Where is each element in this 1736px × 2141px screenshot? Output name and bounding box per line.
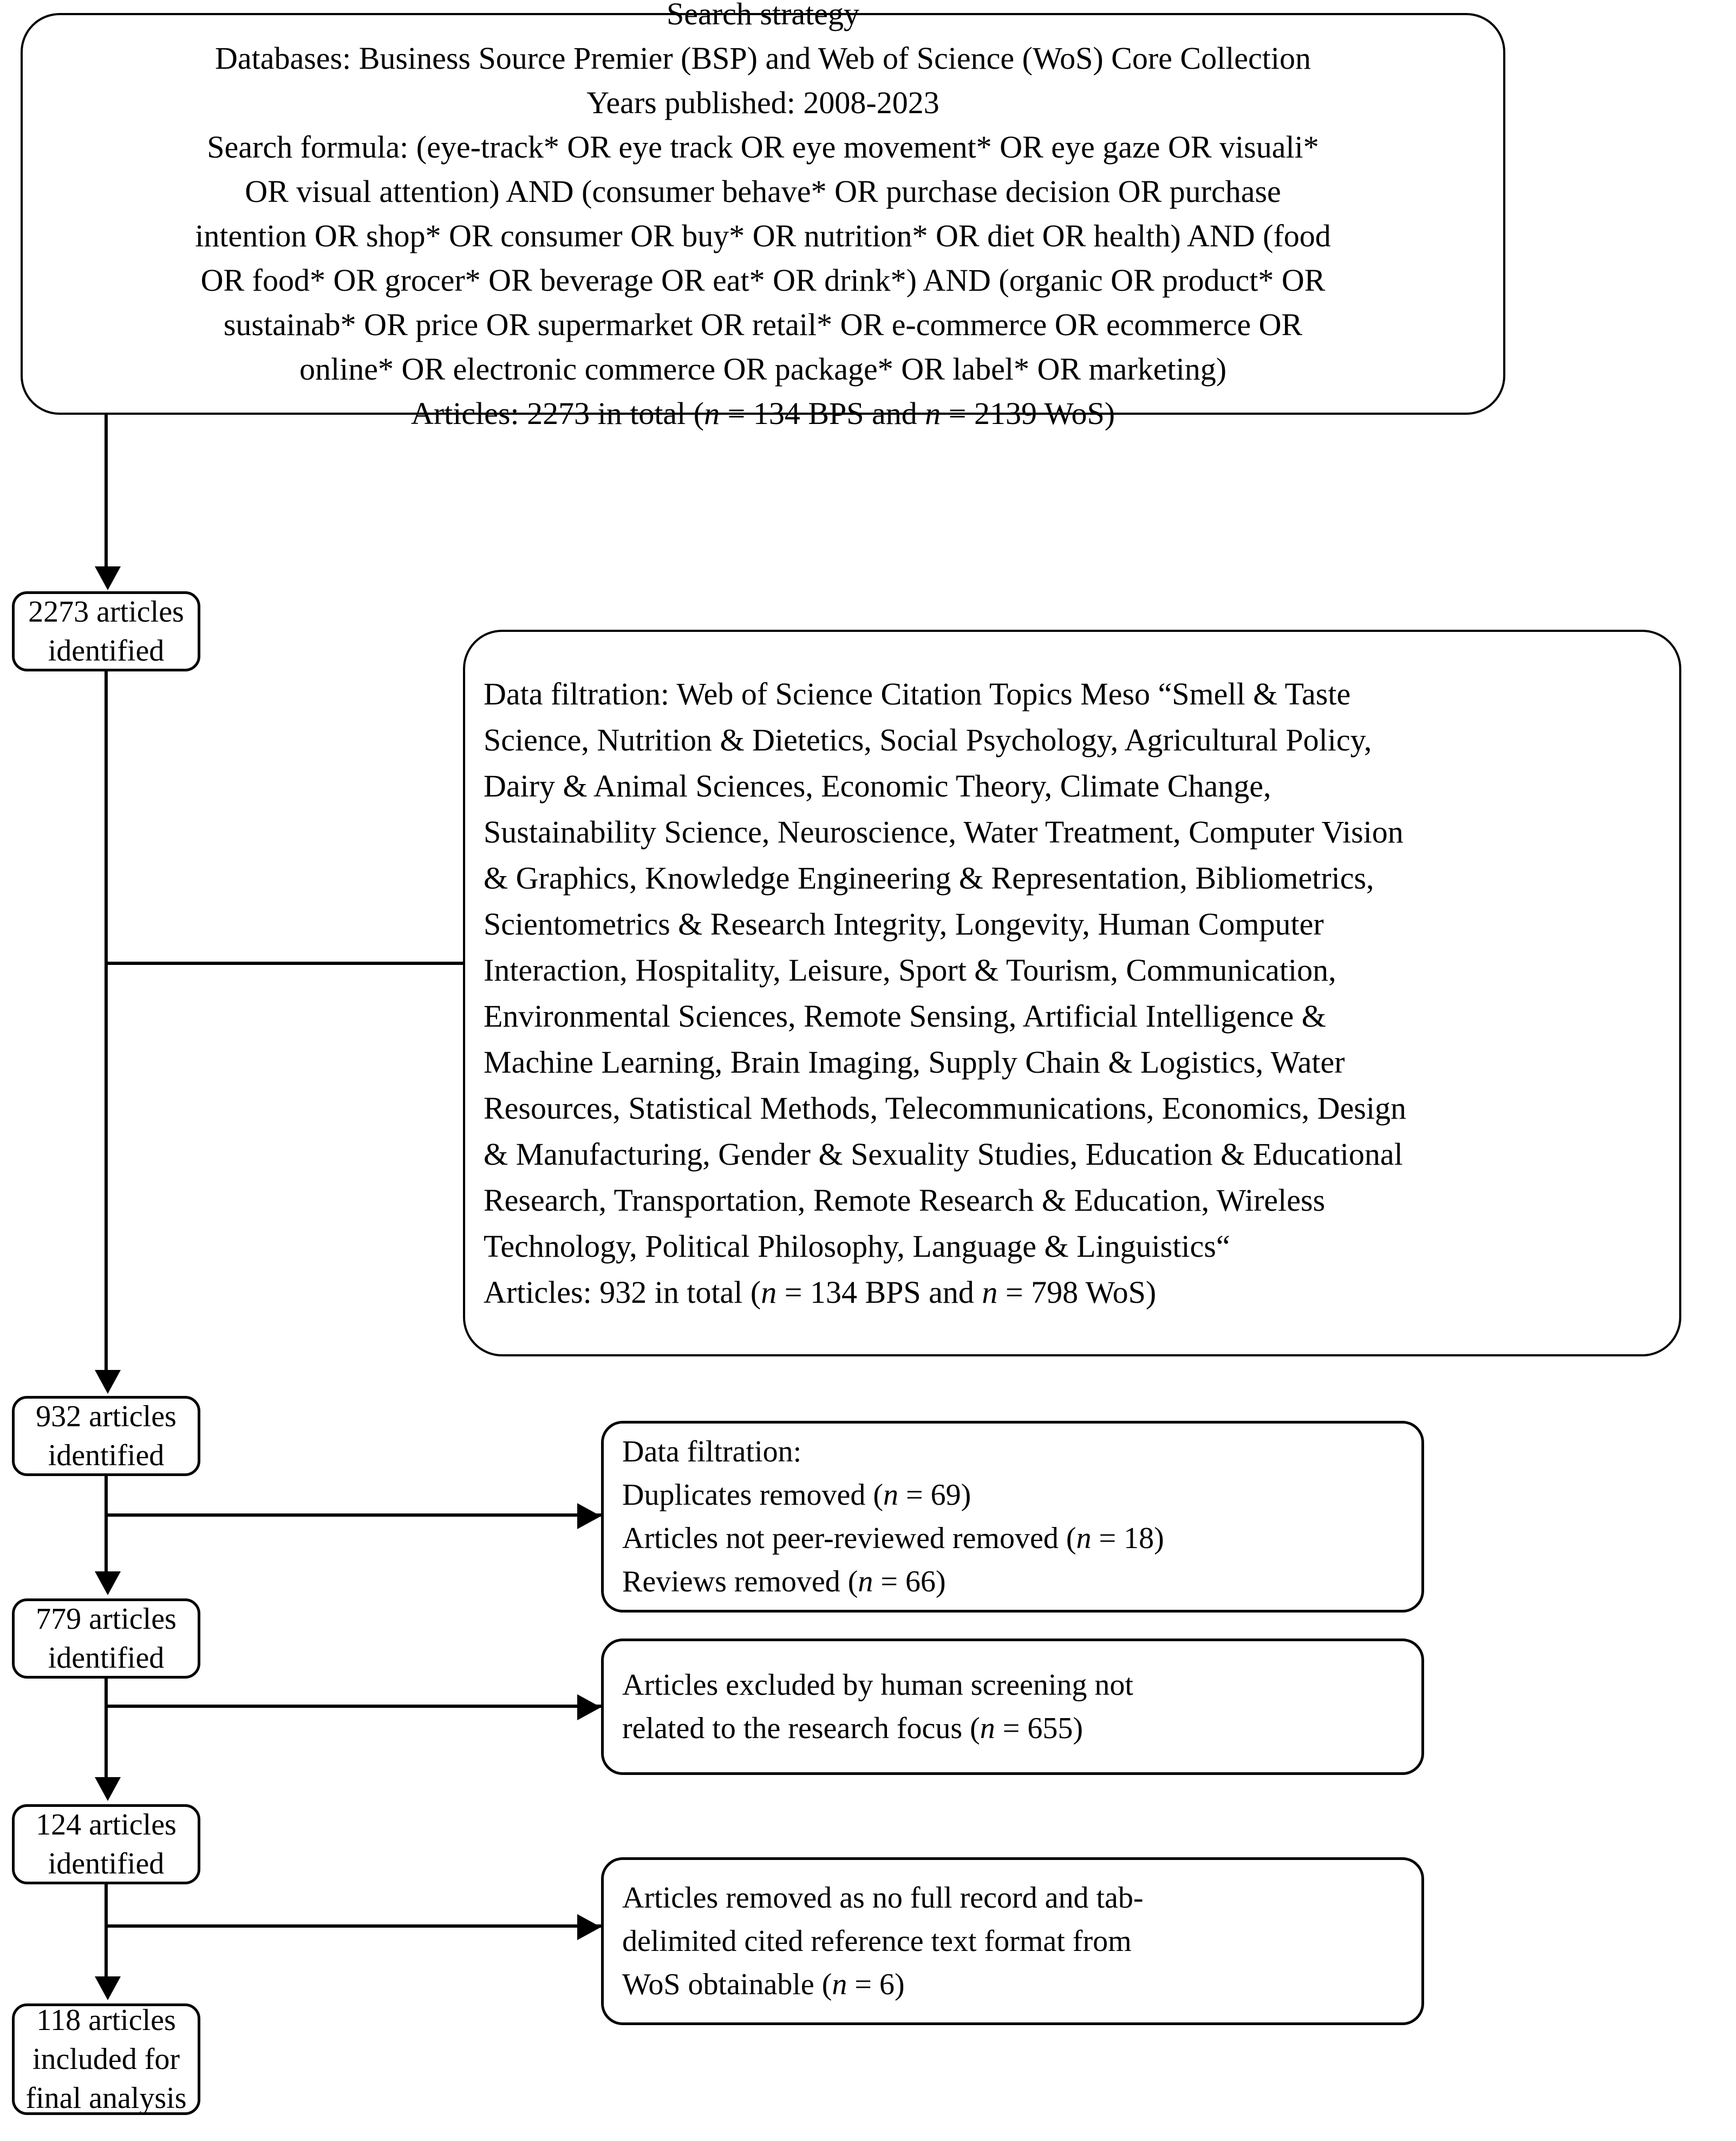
connector-branch-to-human-screening [105, 1705, 732, 1708]
meso-line-10: & Manufacturing, Gender & Sexuality Stud… [484, 1137, 1403, 1172]
meso-line-0: Data filtration: Web of Science Citation… [484, 676, 1351, 712]
meso-line-13: Articles: 932 in total (n = 134 BPS and … [484, 1275, 1157, 1310]
node-124-articles-identified: 124 articles identified [12, 1804, 200, 1884]
arrowhead-right-to-human-screening [577, 1694, 601, 1720]
search-strategy-line-3: Search formula: (eye-track* OR eye track… [207, 129, 1319, 165]
node-124-label: 124 articles identified [36, 1808, 184, 1881]
removed-no-full-record-text: Articles removed as no full record and t… [604, 1876, 1421, 2006]
meso-line-12: Technology, Political Philosophy, Langua… [484, 1229, 1230, 1264]
arrowhead-down-to-932 [95, 1370, 121, 1394]
arrowhead-right-to-duplicates-filter [577, 1503, 601, 1529]
search-strategy-line-4: OR visual attention) AND (consumer behav… [245, 174, 1281, 209]
search-strategy-line-8: online* OR electronic commerce OR packag… [299, 351, 1227, 387]
node-932-articles-identified: 932 articles identified [12, 1396, 200, 1476]
node-2273-articles-identified: 2273 articles identified [12, 591, 200, 671]
arrowhead-down-to-779 [95, 1571, 121, 1595]
excluded-human-screening-text: Articles excluded by human screening not… [604, 1663, 1421, 1750]
node-779-label: 779 articles identified [36, 1602, 184, 1675]
norec-line-1: delimited cited reference text format fr… [622, 1924, 1132, 1958]
meso-line-5: Scientometrics & Research Integrity, Lon… [484, 906, 1324, 942]
search-strategy-line-1: Databases: Business Source Premier (BSP)… [214, 41, 1311, 76]
norec-line-2: WoS obtainable (n = 6) [622, 1968, 905, 2001]
data-filtration-duplicates-text: Data filtration: Duplicates removed (n =… [604, 1430, 1421, 1603]
arrowhead-down-to-124 [95, 1777, 121, 1801]
arrowhead-right-to-no-record [577, 1914, 601, 1940]
connector-line-779-to-124 [105, 1679, 108, 1780]
search-strategy-line-2: Years published: 2008-2023 [586, 85, 939, 120]
dupes-line-1: Duplicates removed (n = 69) [622, 1478, 971, 1512]
meso-line-4: & Graphics, Knowledge Engineering & Repr… [484, 860, 1374, 896]
meso-line-11: Research, Transportation, Remote Researc… [484, 1183, 1326, 1218]
meso-line-9: Resources, Statistical Methods, Telecomm… [484, 1091, 1406, 1126]
meso-line-1: Science, Nutrition & Dietetics, Social P… [484, 722, 1372, 758]
node-932-label: 932 articles identified [36, 1400, 184, 1472]
data-filtration-meso-text: Data filtration: Web of Science Citation… [465, 671, 1679, 1315]
node-2273-label: 2273 articles identified [28, 595, 192, 668]
meso-line-8: Machine Learning, Brain Imaging, Supply … [484, 1045, 1345, 1080]
data-filtration-duplicates-box: Data filtration: Duplicates removed (n =… [601, 1421, 1424, 1613]
search-strategy-line-7: sustainab* OR price OR supermarket OR re… [223, 307, 1303, 342]
dupes-line-3: Reviews removed (n = 66) [622, 1565, 946, 1598]
connector-branch-to-duplicates-filter [105, 1513, 732, 1517]
connector-line-932-to-779 [105, 1476, 108, 1575]
meso-line-6: Interaction, Hospitality, Leisure, Sport… [484, 952, 1336, 988]
node-118-label: 118 articles included for final analysis [25, 2003, 187, 2115]
human-line-1: related to the research focus (n = 655) [622, 1712, 1083, 1745]
node-118-articles-included: 118 articles included for final analysis [12, 2003, 200, 2115]
meso-line-3: Sustainability Science, Neuroscience, Wa… [484, 814, 1404, 850]
arrowhead-down-to-2273 [95, 566, 121, 590]
connector-line-124-to-118 [105, 1884, 108, 1980]
search-strategy-text: Search strategy Databases: Business Sour… [23, 0, 1503, 436]
meso-line-2: Dairy & Animal Sciences, Economic Theory… [484, 768, 1271, 804]
search-strategy-line-6: OR food* OR grocer* OR beverage OR eat* … [200, 263, 1326, 298]
search-strategy-line-5: intention OR shop* OR consumer OR buy* O… [195, 218, 1331, 253]
human-line-0: Articles excluded by human screening not [622, 1668, 1133, 1702]
removed-no-full-record-box: Articles removed as no full record and t… [601, 1857, 1424, 2025]
dupes-line-2: Articles not peer-reviewed removed (n = … [622, 1522, 1164, 1555]
search-strategy-line-0: Search strategy [667, 0, 859, 31]
connector-branch-to-no-record [105, 1924, 732, 1928]
search-strategy-box: Search strategy Databases: Business Sour… [21, 0, 1505, 431]
connector-line-2273-to-932 [105, 671, 108, 1373]
node-779-articles-identified: 779 articles identified [12, 1598, 200, 1679]
search-strategy-line-9: Articles: 2273 in total (n = 134 BPS and… [410, 396, 1115, 431]
arrowhead-down-to-118 [95, 1976, 121, 2000]
dupes-line-0: Data filtration: [622, 1435, 802, 1468]
norec-line-0: Articles removed as no full record and t… [622, 1881, 1144, 1915]
meso-line-7: Environmental Sciences, Remote Sensing, … [484, 998, 1326, 1034]
data-filtration-meso-box: Data filtration: Web of Science Citation… [463, 630, 1681, 1356]
connector-line-search-to-2273 [105, 415, 108, 570]
excluded-human-screening-box: Articles excluded by human screening not… [601, 1639, 1424, 1775]
connector-branch-to-meso-filter [105, 962, 593, 965]
